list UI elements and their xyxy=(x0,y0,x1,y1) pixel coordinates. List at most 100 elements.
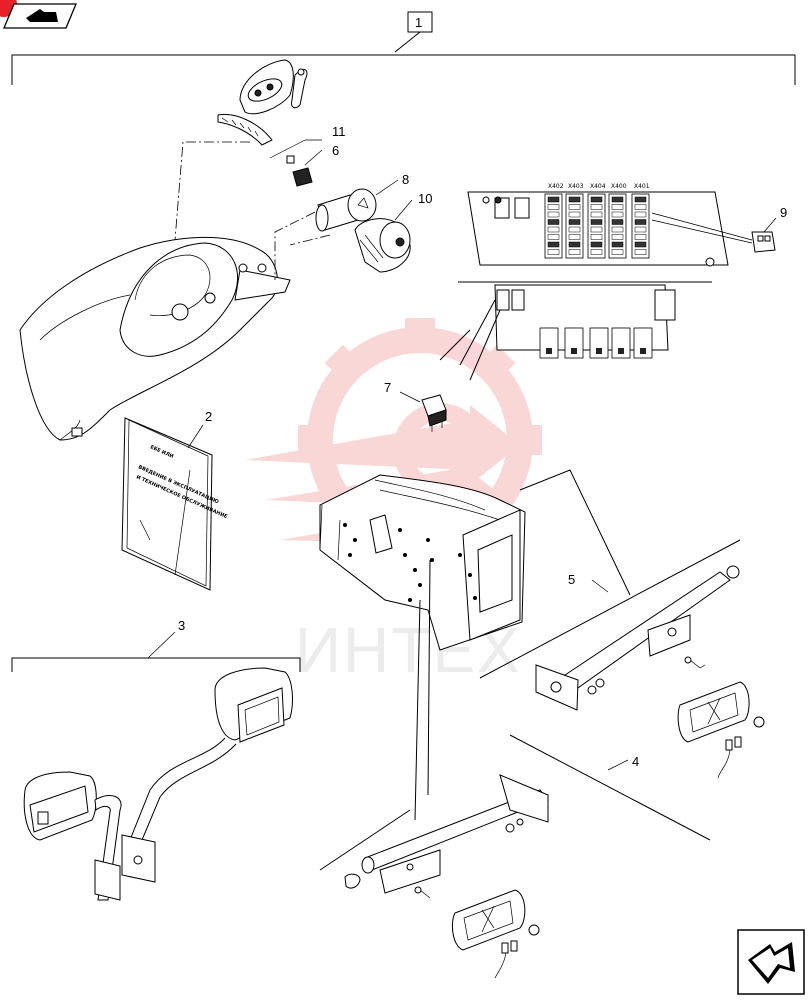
fuse-box-underside xyxy=(439,281,712,381)
fuse-module-tab xyxy=(539,327,559,359)
part-9-fuse-clip: 9 xyxy=(751,205,787,253)
fuse-slot xyxy=(611,241,624,248)
fuse-slot xyxy=(634,234,647,240)
fuse-slot xyxy=(568,204,581,210)
fuse-slot xyxy=(590,234,603,240)
part-10-socket: 10 xyxy=(354,191,432,273)
frame-hole xyxy=(413,568,417,572)
fuse-slot xyxy=(590,219,603,225)
fuse-slot xyxy=(547,204,560,210)
fuse-column xyxy=(587,193,606,259)
cab-frame xyxy=(319,474,526,651)
part-2-operator-manual: ЕБЕ ИЛИ ВВЕДЕНИЕ В ЭКСПЛУАТАЦИЮ И ТЕХНИЧ… xyxy=(121,409,229,591)
frame-hole xyxy=(398,528,402,532)
callout-9: 9 xyxy=(780,205,787,220)
next-page-arrow-icon[interactable] xyxy=(737,929,805,995)
fuse-slot xyxy=(590,196,603,203)
fuse-module-tab xyxy=(611,327,631,359)
fuse-module-tab xyxy=(633,327,653,359)
fuse-column xyxy=(565,193,584,259)
fuse-slot xyxy=(611,234,624,240)
fuse-slot xyxy=(590,249,603,255)
fuse-slot xyxy=(634,249,647,255)
fuse-slot xyxy=(590,226,603,233)
callout-6: 6 xyxy=(332,143,339,158)
part-7-relay: 7 xyxy=(384,380,447,432)
fuse-slot xyxy=(547,234,560,240)
fuse-slot xyxy=(568,241,581,248)
callout-1: 1 xyxy=(415,15,422,30)
fuse-slot xyxy=(547,211,560,218)
part-8-cigarette-lighter: 8 xyxy=(315,172,409,232)
fuse-slot xyxy=(590,204,603,210)
gauge-cluster xyxy=(217,59,308,146)
callout-10: 10 xyxy=(418,191,432,206)
fuse-box: X402 X403 X404 X400 X401 xyxy=(467,183,753,267)
part-5-right-lamp-bracket: 5 xyxy=(479,469,741,711)
fuse-header-x403: X403 xyxy=(568,183,584,190)
frame-hole xyxy=(430,558,434,562)
fuse-header-x404: X404 xyxy=(590,183,606,190)
fuse-slot xyxy=(568,234,581,240)
fuse-slot xyxy=(611,249,624,255)
part-11-clip: 11 xyxy=(269,124,346,164)
frame-hole xyxy=(418,583,422,587)
frame-hole xyxy=(408,598,412,602)
frame-hole xyxy=(426,538,430,542)
frame-hole xyxy=(348,553,352,557)
callout-8: 8 xyxy=(402,172,409,187)
callout-2: 2 xyxy=(205,409,212,424)
fuse-slot xyxy=(634,219,647,225)
fuse-column xyxy=(544,193,563,259)
fuse-slot xyxy=(547,241,560,248)
fuse-column xyxy=(608,193,627,259)
previous-page-arrow-icon[interactable] xyxy=(3,3,77,29)
fuse-slot xyxy=(634,226,647,233)
frame-hole xyxy=(458,553,462,557)
callout-5: 5 xyxy=(568,572,575,587)
callout-3: 3 xyxy=(178,618,185,633)
fuse-slot xyxy=(590,241,603,248)
frame-hole xyxy=(403,553,407,557)
fuse-slot xyxy=(568,211,581,218)
fuse-slot xyxy=(568,196,581,203)
callout-4: 4 xyxy=(632,754,639,769)
fuse-slot xyxy=(634,204,647,210)
frame-hole xyxy=(353,538,357,542)
part-6-connector: 6 xyxy=(292,143,339,187)
frame-hole xyxy=(343,523,347,527)
instrument-panel xyxy=(19,236,291,441)
right-tail-lamp xyxy=(677,681,765,779)
fuse-slot xyxy=(611,226,624,233)
fuse-slot xyxy=(547,196,560,203)
fuse-slot xyxy=(590,211,603,218)
fuse-slot xyxy=(568,226,581,233)
fuse-slot xyxy=(547,226,560,233)
fuse-header-x400: X400 xyxy=(611,183,627,190)
part-4-left-lamp-bracket: 4 xyxy=(319,559,711,899)
frame-hole xyxy=(468,573,472,577)
fuse-slot xyxy=(634,211,647,218)
main-assembly-bracket: 1 xyxy=(11,11,796,85)
fuse-header-x402: X402 xyxy=(548,183,564,190)
fuse-column xyxy=(631,193,650,259)
fuse-slot xyxy=(611,219,624,225)
frame-hole xyxy=(473,596,477,600)
callout-11: 11 xyxy=(332,124,346,139)
left-tail-lamp xyxy=(451,889,540,979)
part-3-work-lights: 3 xyxy=(11,618,301,901)
fuse-header-x401: X401 xyxy=(634,183,650,190)
fuse-slot xyxy=(611,204,624,210)
fuse-slot xyxy=(547,219,560,225)
fuse-slot xyxy=(568,219,581,225)
fuse-slot xyxy=(568,249,581,255)
fuse-slot xyxy=(611,211,624,218)
fuse-module-tab xyxy=(589,327,609,359)
fuse-slot xyxy=(634,241,647,248)
fuse-module-tab xyxy=(564,327,584,359)
callout-7: 7 xyxy=(384,380,391,395)
fuse-slot xyxy=(611,196,624,203)
fuse-slot xyxy=(547,249,560,255)
